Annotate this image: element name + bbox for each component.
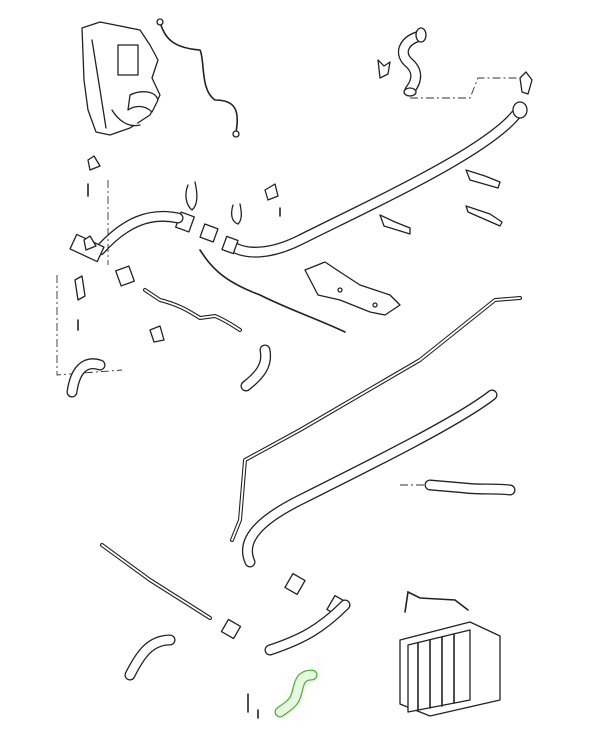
coolant-pipe-main[interactable] <box>226 101 528 258</box>
upper-hose[interactable] <box>397 27 427 97</box>
bolts[interactable] <box>77 183 281 719</box>
leader-line <box>56 275 123 376</box>
wire-sensor[interactable] <box>199 249 346 333</box>
brackets[interactable] <box>74 155 503 343</box>
lower-pipe-left[interactable] <box>100 543 242 640</box>
small-hose-left[interactable] <box>66 358 106 398</box>
left-hose[interactable] <box>94 210 184 256</box>
wire-lower[interactable] <box>404 590 469 613</box>
outlet-hose-right[interactable] <box>424 479 516 496</box>
leader-line <box>410 77 522 99</box>
lower-hose[interactable] <box>264 599 351 656</box>
small-hose-bottom[interactable] <box>124 634 176 681</box>
highlighted-hose[interactable] <box>274 669 318 718</box>
wire-harness-top[interactable] <box>156 18 240 138</box>
small-hose-mid[interactable] <box>240 344 272 392</box>
seal-clip[interactable] <box>519 71 533 95</box>
coolant-housing[interactable] <box>81 21 161 136</box>
coolant-pipe-lower[interactable] <box>242 389 498 568</box>
coupling-hoses[interactable] <box>175 211 239 255</box>
bypass-hose[interactable] <box>115 265 242 332</box>
tube-rigid[interactable] <box>230 296 522 542</box>
mounting-bracket[interactable] <box>304 261 401 316</box>
radiator[interactable] <box>399 621 501 717</box>
hose-clip[interactable] <box>377 59 391 79</box>
